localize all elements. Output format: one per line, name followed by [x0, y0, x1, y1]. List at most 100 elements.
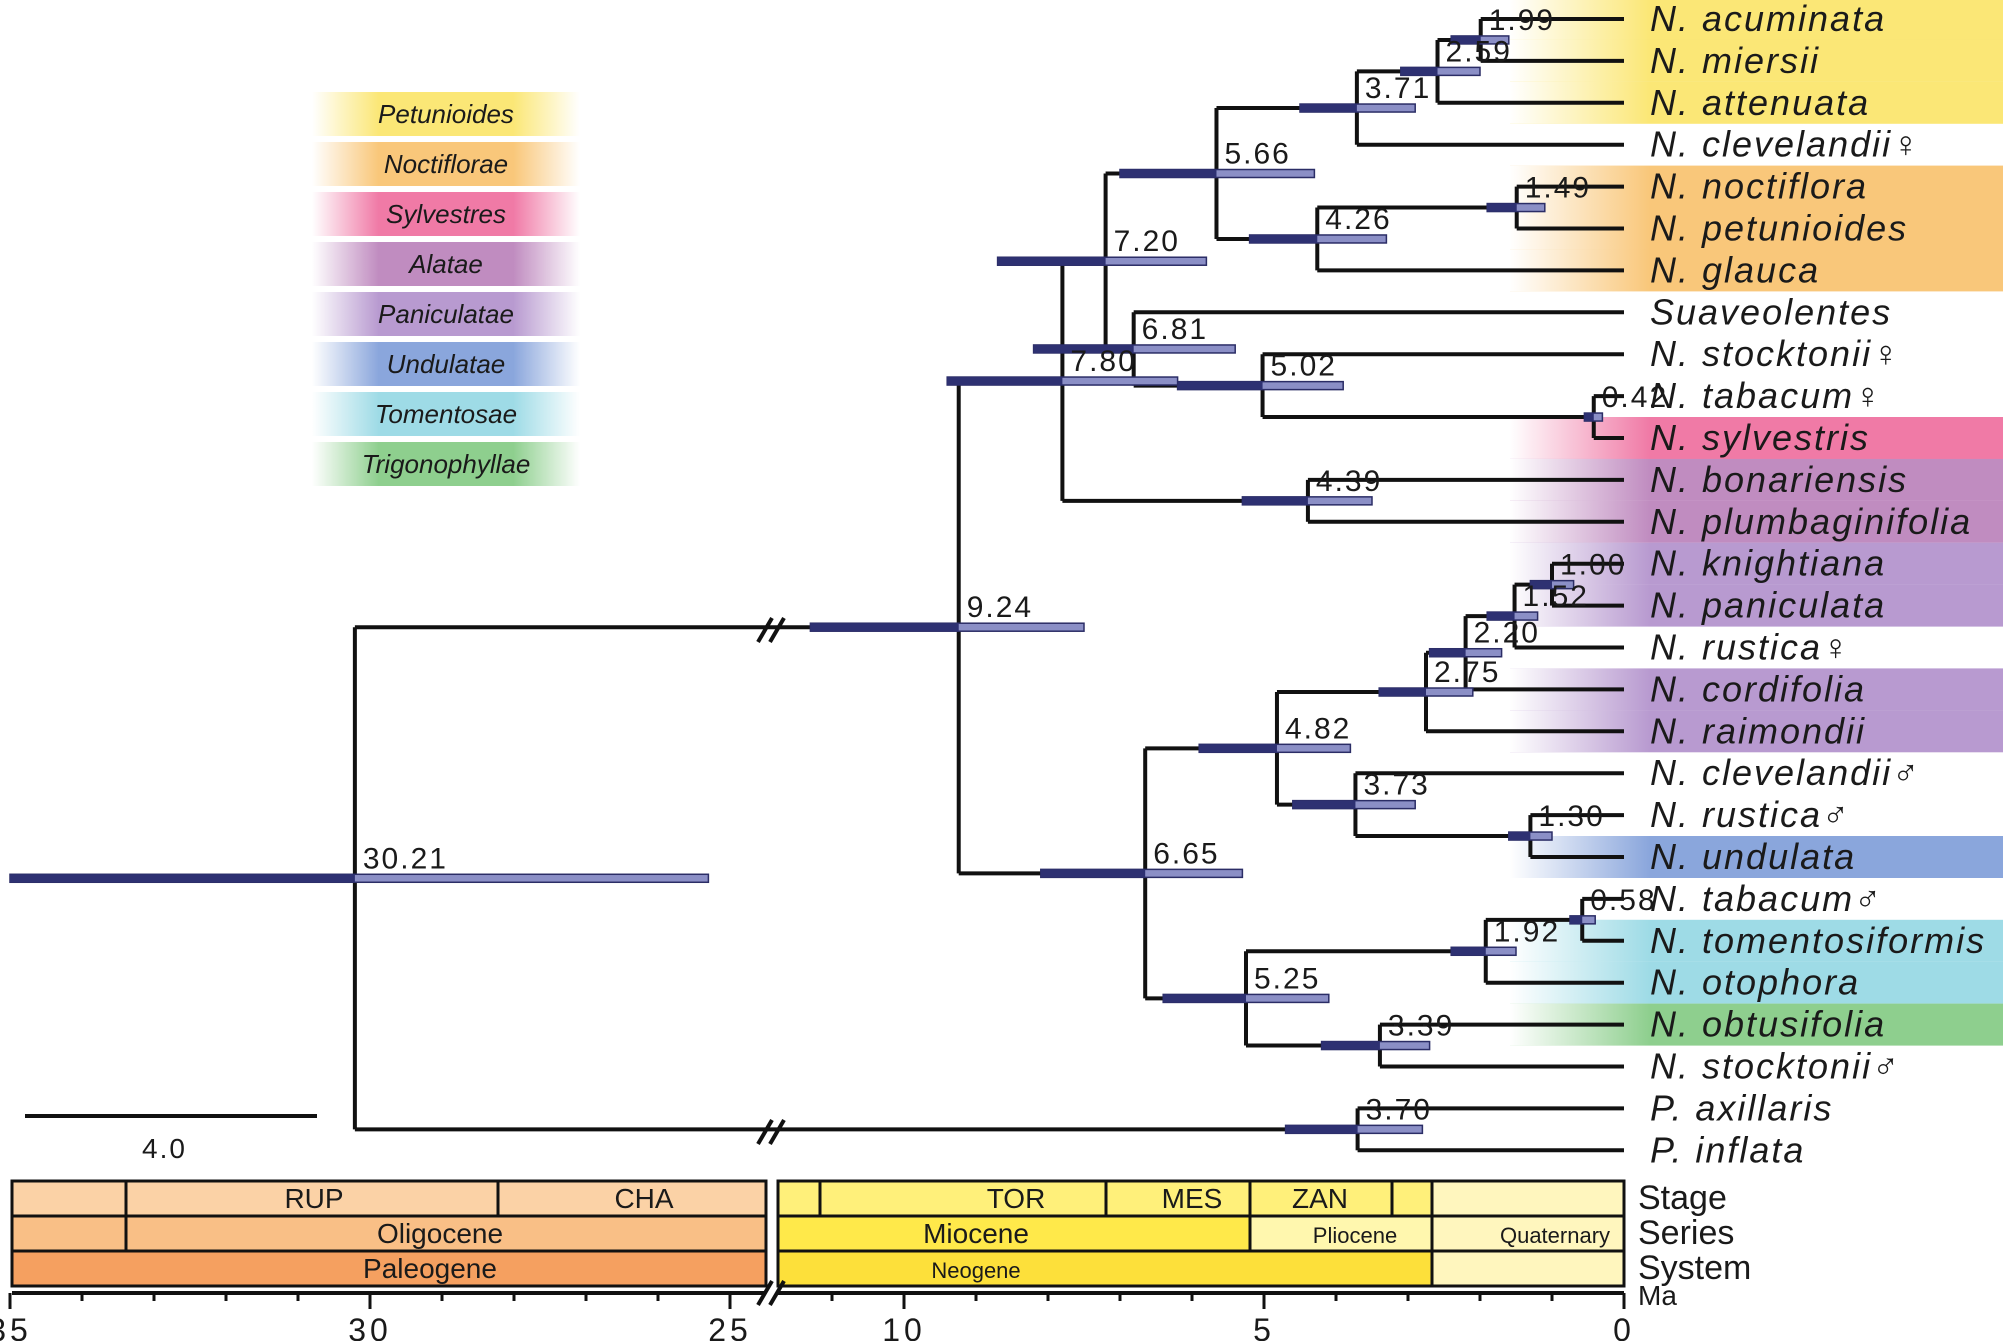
tip-label: N. paniculata	[1650, 585, 1886, 626]
tip-label: N. petunioides	[1650, 208, 1908, 249]
tip-label: N. glauca	[1650, 249, 1820, 290]
timescale-label: ZAN	[1292, 1183, 1348, 1214]
tip-label: N. tabacum♀	[1650, 375, 1883, 416]
hpd-bar-core	[10, 874, 355, 883]
tip-label: N. knightiana	[1650, 543, 1886, 584]
legend-swatch-fade	[312, 342, 580, 386]
hpd-bar-core	[1508, 832, 1531, 841]
hpd-bar-core	[1570, 915, 1583, 924]
stage-cell	[1390, 1179, 1434, 1218]
legend-swatch-fade	[312, 442, 580, 486]
node-age-label: 0.42	[1602, 381, 1668, 414]
node-age-label: 6.65	[1153, 837, 1219, 870]
node-age-label: 2.75	[1434, 656, 1500, 689]
axis-tick-label: 10	[882, 1312, 926, 1341]
node-age-label: 1.49	[1525, 172, 1591, 205]
tip-label: N. miersii	[1650, 40, 1820, 81]
tip-label: P. inflata	[1650, 1129, 1805, 1170]
node-age-label: 6.81	[1142, 313, 1208, 346]
legend-label: Trigonophyllae	[362, 449, 531, 479]
node-age-label: 30.21	[363, 842, 448, 875]
tip-label: N. undulata	[1650, 836, 1856, 877]
node-age-label: 0.58	[1590, 884, 1656, 917]
legend-swatch-fade	[312, 142, 580, 186]
hpd-bar-core	[1249, 234, 1318, 243]
timescale-row-label: Series	[1638, 1214, 1734, 1252]
axis-tick-label: 25	[708, 1312, 752, 1341]
hpd-bar-core	[1199, 744, 1277, 753]
node-age-label: 4.39	[1316, 465, 1382, 498]
timescale-row-label: Stage	[1638, 1179, 1727, 1217]
node-age-label: 2.59	[1446, 35, 1512, 68]
timescale-label: Paleogene	[363, 1253, 497, 1284]
scale-bar-label: 4.0	[142, 1133, 187, 1164]
tip-label: N. raimondii	[1650, 710, 1866, 751]
axis-tick-label: 0	[1613, 1312, 1635, 1341]
tip-label: N. clevelandii♀	[1650, 124, 1921, 165]
tree-branches	[352, 17, 1624, 1153]
hpd-bar-core	[1285, 1125, 1358, 1134]
tip-label: N. acuminata	[1650, 0, 1886, 39]
scale-bar: 4.0	[25, 1114, 317, 1164]
clade-band-fade	[1510, 417, 1650, 459]
hpd-bar-core	[1033, 344, 1134, 353]
hpd-bar-core	[1451, 947, 1486, 956]
node-age-label: 7.80	[1070, 345, 1136, 378]
legend-label: Undulatae	[387, 349, 506, 379]
timescale-label: RUP	[284, 1183, 343, 1214]
axis-break	[768, 1279, 786, 1307]
series-cell	[10, 1214, 128, 1253]
timescale-label: Oligocene	[377, 1218, 503, 1249]
axis-unit-label: Ma	[1638, 1280, 1677, 1311]
axis-tick-label: 5	[1253, 1312, 1275, 1341]
hpd-bar-core	[810, 623, 959, 632]
node-age-labels: 1.992.593.711.494.265.660.425.026.817.20…	[363, 4, 1668, 1126]
stage-cell	[496, 1179, 768, 1218]
node-age-label: 5.25	[1254, 962, 1320, 995]
stage-cell	[10, 1179, 128, 1218]
clade-band-fade	[1510, 919, 1650, 962]
hpd-bar-core	[1487, 203, 1517, 212]
legend-swatch-fade	[312, 392, 580, 436]
hpd-bar-core	[1379, 688, 1426, 697]
tip-label: N. clevelandii♂	[1650, 752, 1921, 793]
hpd-bar-core	[1451, 35, 1481, 44]
tip-label: N. obtusifolia	[1650, 1004, 1886, 1045]
legend-label: Petunioides	[378, 99, 514, 129]
node-age-label: 1.52	[1523, 580, 1589, 613]
legend-label: Alatae	[407, 249, 483, 279]
tip-label: N. cordifolia	[1650, 668, 1866, 709]
hpd-bar-core	[1429, 648, 1466, 657]
axis-break	[756, 1279, 774, 1307]
hpd-bar-core	[1321, 1041, 1380, 1050]
system-cell	[10, 1249, 768, 1288]
tip-label: N. plumbaginifolia	[1650, 501, 1972, 542]
timescale-label: CHA	[614, 1183, 673, 1214]
tip-label: N. sylvestris	[1650, 417, 1870, 458]
node-age-label: 1.30	[1538, 800, 1604, 833]
hpd-bar-core	[1177, 381, 1263, 390]
tip-label: N. noctiflora	[1650, 166, 1868, 207]
hpd-bar-core	[1300, 104, 1357, 113]
node-age-label: 3.71	[1365, 72, 1431, 105]
legend-label: Sylvestres	[386, 199, 506, 229]
tip-label: N. otophora	[1650, 962, 1860, 1003]
stage-cell	[776, 1179, 822, 1218]
legend-swatch-fade	[312, 292, 580, 336]
timescale-label: Pliocene	[1313, 1223, 1397, 1248]
timescale-label: TOR	[987, 1183, 1046, 1214]
timescale-label: Quaternary	[1500, 1223, 1610, 1248]
node-age-label: 1.00	[1560, 549, 1626, 582]
tip-label: N. attenuata	[1650, 82, 1870, 123]
hpd-bar-core	[1040, 869, 1146, 878]
axis-tick-label: 30	[348, 1312, 392, 1341]
legend-label: Noctiflorae	[384, 149, 508, 179]
tip-label: N. stocktonii♀	[1650, 333, 1901, 374]
node-age-label: 4.82	[1285, 712, 1351, 745]
legend-label: Tomentosae	[375, 399, 517, 429]
timescale-label: Miocene	[923, 1218, 1029, 1249]
node-age-label: 9.24	[967, 591, 1033, 624]
legend-swatch-fade	[312, 242, 580, 286]
hpd-bar-core	[1120, 169, 1217, 178]
